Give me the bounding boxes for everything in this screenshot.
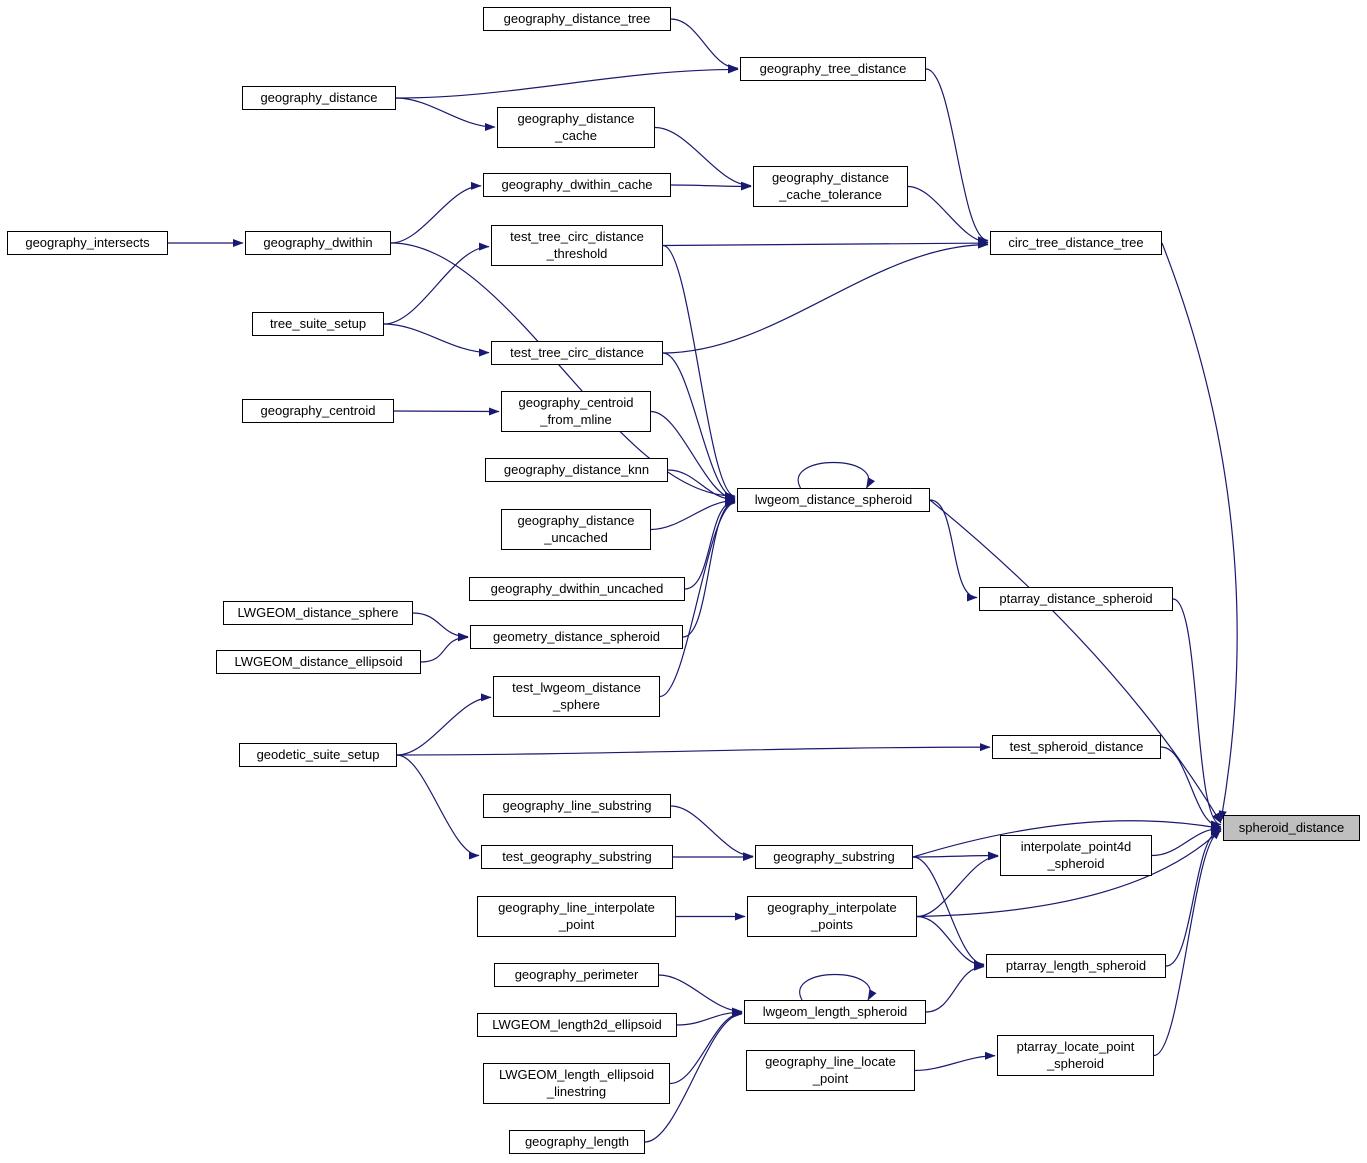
- edge-geography_interpolate_points--spheroid_distance: [916, 828, 1222, 918]
- node-geography_intersects[interactable]: geography_intersects: [7, 231, 168, 255]
- edge-test_lwgeom_distance_sphere--lwgeom_distance_spheroid: [659, 498, 736, 698]
- edge-ptarray_length_spheroid--spheroid_distance: [1165, 826, 1222, 967]
- edge-geography_line_substring--geography_substring: [670, 805, 754, 861]
- node-circ_tree_distance_tree[interactable]: circ_tree_distance_tree: [990, 231, 1162, 255]
- edge-geography_interpolate_points--interpolate_point4d_spheroid: [916, 852, 999, 918]
- node-geography_distance_uncached[interactable]: geography_distance _uncached: [501, 509, 651, 550]
- node-geography_line_interpolate_point[interactable]: geography_line_interpolate _point: [477, 896, 676, 937]
- edge-geography_distance_cache_tolerance--circ_tree_distance_tree: [907, 185, 989, 247]
- edge-geodetic_suite_setup--test_lwgeom_distance_sphere: [396, 693, 492, 756]
- edge-ptarray_distance_spheroid--spheroid_distance: [1172, 598, 1222, 829]
- edge-lwgeom_length_spheroid--lwgeom_length_spheroid: [799, 973, 877, 1001]
- edge-geography_perimeter--lwgeom_length_spheroid: [658, 974, 743, 1016]
- node-test_tree_circ_distance[interactable]: test_tree_circ_distance: [491, 341, 663, 365]
- node-geography_distance_cache[interactable]: geography_distance _cache: [497, 107, 655, 148]
- node-lwgeom_length_spheroid[interactable]: lwgeom_length_spheroid: [744, 1000, 926, 1024]
- node-geography_dwithin_uncached[interactable]: geography_dwithin_uncached: [469, 577, 685, 601]
- node-geography_distance_knn[interactable]: geography_distance_knn: [485, 458, 668, 482]
- node-test_lwgeom_distance_sphere[interactable]: test_lwgeom_distance _sphere: [493, 676, 660, 717]
- edge-ptarray_locate_point_spheroid--spheroid_distance: [1153, 827, 1222, 1057]
- node-geography_line_substring[interactable]: geography_line_substring: [483, 794, 671, 818]
- node-geography_length[interactable]: geography_length: [509, 1130, 645, 1154]
- node-ptarray_locate_point_spheroid[interactable]: ptarray_locate_point _spheroid: [997, 1035, 1154, 1076]
- edge-geography_distance--geography_distance_cache: [395, 97, 496, 132]
- node-geography_centroid[interactable]: geography_centroid: [242, 399, 394, 423]
- edge-tree_suite_setup--test_tree_circ_distance: [383, 323, 490, 357]
- node-geography_distance_cache_tolerance[interactable]: geography_distance _cache_tolerance: [753, 166, 908, 207]
- edge-tree_suite_setup--test_tree_circ_distance_threshold: [383, 242, 490, 325]
- edge-LWGEOM_distance_sphere--geometry_distance_spheroid: [412, 612, 469, 641]
- node-LWGEOM_length2d_ellipsoid[interactable]: LWGEOM_length2d_ellipsoid: [477, 1013, 677, 1037]
- node-test_tree_circ_distance_threshold[interactable]: test_tree_circ_distance _threshold: [491, 225, 663, 266]
- edge-geography_tree_distance--circ_tree_distance_tree: [925, 68, 989, 245]
- edge-geography_dwithin--geography_dwithin_cache: [390, 181, 482, 244]
- node-geography_centroid_from_mline[interactable]: geography_centroid _from_mline: [501, 391, 651, 432]
- edge-LWGEOM_length_ellipsoid_linestring--lwgeom_length_spheroid: [669, 1009, 743, 1085]
- node-geometry_distance_spheroid[interactable]: geometry_distance_spheroid: [470, 625, 683, 649]
- edge-geography_substring--interpolate_point4d_spheroid: [912, 851, 999, 860]
- edge-geometry_distance_spheroid--lwgeom_distance_spheroid: [682, 498, 736, 638]
- edge-geography_distance_cache--geography_distance_cache_tolerance: [654, 126, 752, 190]
- edge-LWGEOM_length2d_ellipsoid--lwgeom_length_spheroid: [676, 1008, 743, 1026]
- edge-geography_line_locate_point--ptarray_locate_point_spheroid: [914, 1051, 996, 1072]
- node-geography_distance[interactable]: geography_distance: [242, 86, 396, 110]
- edge-test_tree_circ_distance--circ_tree_distance_tree: [662, 240, 989, 354]
- edge-geography_dwithin_cache--geography_distance_cache_tolerance: [670, 182, 752, 191]
- edge-geography_interpolate_points--ptarray_length_spheroid: [916, 915, 985, 970]
- node-ptarray_length_spheroid[interactable]: ptarray_length_spheroid: [986, 954, 1166, 978]
- edge-test_tree_circ_distance_threshold--lwgeom_distance_spheroid: [662, 244, 736, 501]
- edge-test_tree_circ_distance_threshold--circ_tree_distance_tree: [662, 238, 989, 248]
- node-geography_substring[interactable]: geography_substring: [755, 845, 913, 869]
- edge-lwgeom_length_spheroid--ptarray_length_spheroid: [925, 962, 985, 1013]
- node-geography_dwithin_cache[interactable]: geography_dwithin_cache: [483, 173, 671, 197]
- edge-circ_tree_distance_tree--spheroid_distance: [1161, 242, 1238, 822]
- node-geography_distance_tree[interactable]: geography_distance_tree: [483, 7, 671, 31]
- node-geography_line_locate_point[interactable]: geography_line_locate _point: [746, 1050, 915, 1091]
- node-geography_perimeter[interactable]: geography_perimeter: [494, 963, 659, 987]
- edge-geography_substring--spheroid_distance: [912, 820, 1222, 858]
- node-spheroid_distance: spheroid_distance: [1223, 815, 1360, 841]
- edge-geography_dwithin--lwgeom_distance_spheroid: [390, 242, 736, 501]
- node-tree_suite_setup[interactable]: tree_suite_setup: [252, 312, 384, 336]
- node-geodetic_suite_setup[interactable]: geodetic_suite_setup: [239, 743, 397, 767]
- edge-lwgeom_distance_spheroid--spheroid_distance: [929, 499, 1222, 824]
- node-geography_interpolate_points[interactable]: geography_interpolate _points: [747, 896, 917, 937]
- edge-geography_distance--geography_tree_distance: [395, 65, 739, 99]
- edge-geography_substring--ptarray_length_spheroid: [912, 856, 985, 969]
- node-test_spheroid_distance[interactable]: test_spheroid_distance: [992, 735, 1161, 759]
- edge-lwgeom_distance_spheroid--lwgeom_distance_spheroid: [797, 461, 876, 489]
- node-geography_tree_distance[interactable]: geography_tree_distance: [740, 57, 926, 81]
- edge-geography_distance_tree--geography_tree_distance: [670, 18, 739, 73]
- node-interpolate_point4d_spheroid[interactable]: interpolate_point4d _spheroid: [1000, 835, 1152, 876]
- node-lwgeom_distance_spheroid[interactable]: lwgeom_distance_spheroid: [737, 488, 930, 512]
- edges-group: [168, 18, 1238, 1143]
- edge-test_tree_circ_distance--lwgeom_distance_spheroid: [662, 352, 736, 502]
- node-test_geography_substring[interactable]: test_geography_substring: [481, 845, 673, 869]
- edge-lwgeom_distance_spheroid--ptarray_distance_spheroid: [929, 499, 978, 602]
- edge-geography_dwithin_uncached--lwgeom_distance_spheroid: [684, 497, 736, 590]
- edge-geodetic_suite_setup--test_spheroid_distance: [396, 743, 991, 756]
- node-ptarray_distance_spheroid[interactable]: ptarray_distance_spheroid: [979, 587, 1173, 611]
- edge-geography_centroid_from_mline--lwgeom_distance_spheroid: [650, 410, 736, 503]
- node-geography_dwithin[interactable]: geography_dwithin: [245, 231, 391, 255]
- node-LWGEOM_length_ellipsoid_linestring[interactable]: LWGEOM_length_ellipsoid _linestring: [483, 1063, 670, 1104]
- node-LWGEOM_distance_ellipsoid[interactable]: LWGEOM_distance_ellipsoid: [216, 650, 421, 674]
- edge-LWGEOM_distance_ellipsoid--geometry_distance_spheroid: [420, 633, 469, 663]
- edge-geodetic_suite_setup--test_geography_substring: [396, 754, 480, 860]
- edge-geography_length--lwgeom_length_spheroid: [644, 1009, 743, 1143]
- node-LWGEOM_distance_sphere[interactable]: LWGEOM_distance_sphere: [223, 601, 413, 625]
